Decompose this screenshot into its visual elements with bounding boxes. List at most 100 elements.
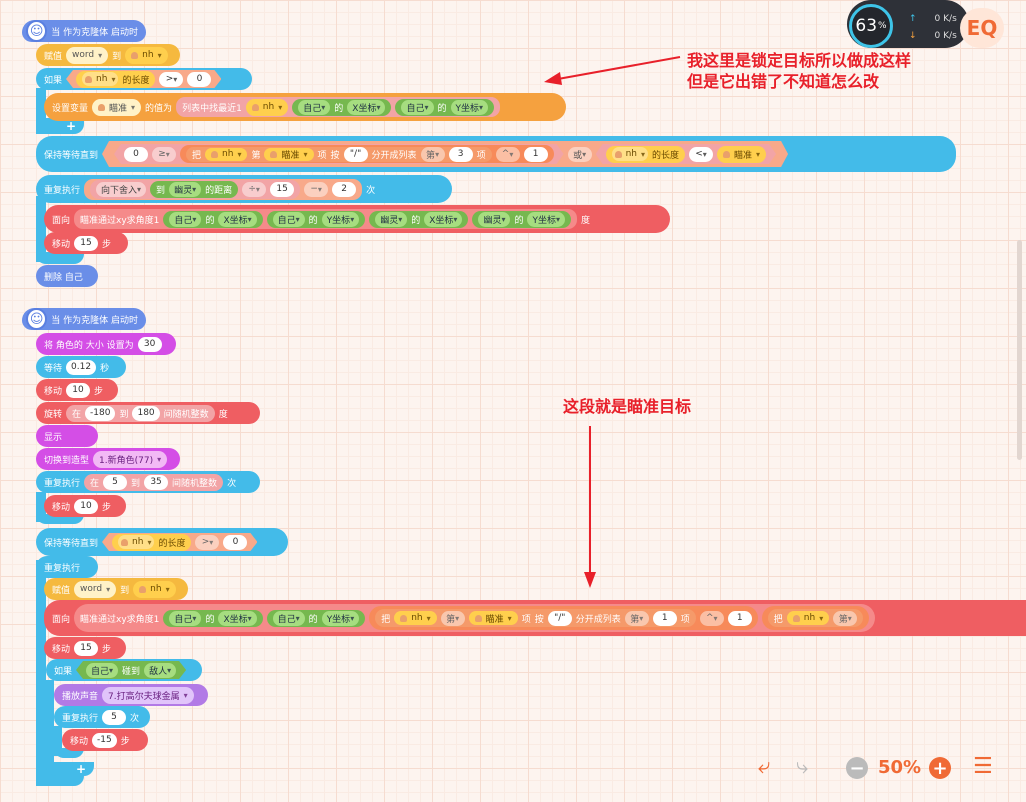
nh-var[interactable]: nh [82,72,118,86]
self-dropdown[interactable]: 自己 [169,211,202,227]
move-block[interactable]: 移动 10 步 [36,379,118,401]
length-reporter[interactable]: nh的长度 [112,534,191,551]
self-dropdown[interactable]: 自己 [86,663,118,678]
move-steps-block[interactable]: 移动 15 步 [44,232,128,254]
add-icon[interactable]: + [66,119,77,133]
ypos-dropdown[interactable]: Y坐标 [321,211,360,227]
xpos-dropdown[interactable]: X坐标 [424,211,463,227]
number-input[interactable]: 30 [137,336,162,352]
number-input[interactable]: 1 [727,610,752,626]
touching-condition[interactable]: 自己 碰到 敌人 [76,661,186,679]
number-input[interactable]: 5 [102,709,127,725]
xpos-dropdown[interactable]: X坐标 [218,610,257,626]
number-input[interactable]: 15 [270,181,295,197]
item-reporter[interactable]: 把 nh 第 [767,609,864,627]
number-input[interactable]: 10 [66,382,91,398]
number-input[interactable]: 35 [144,474,169,490]
self-dropdown[interactable]: 自己 [169,610,202,626]
item-reporter[interactable]: 把 nh 第 瞄准 项 按 "/" 分开成列表 第 1 项 [375,609,696,627]
number-input[interactable]: 10 [74,498,99,514]
cpu-monitor-widget[interactable]: 63% ↑0 K/s ↓0 K/s [847,0,969,48]
repeat-5-block[interactable]: 重复执行 5 次 [54,706,150,728]
move-block[interactable]: 移动 10 步 [44,495,126,517]
switch-costume-block[interactable]: 切换到造型 1.新角色(77) [36,448,180,470]
ghost-dropdown[interactable]: 幽灵 [478,211,511,227]
self-dropdown[interactable]: 自己 [272,211,305,227]
assign-block-2[interactable]: 赋值 word 到 nh [44,578,188,600]
minus-dropdown[interactable]: − [304,181,329,197]
costume-dropdown[interactable]: 1.新角色(77) [93,450,168,468]
aim-var-dropdown[interactable]: 瞄准 [92,98,142,116]
gt-condition[interactable]: nh的长度 > 0 [66,70,221,88]
wait-until-block[interactable]: 保持等待直到 0 ≥ 把 nh 第 瞄准 项 按 "/" 分开成列表 第 [36,136,956,172]
clone-start-hat-2[interactable]: ☺ 当 作为克隆体 启动时 [22,308,146,330]
nh-var[interactable]: nh [125,46,168,64]
text-input[interactable]: "/" [547,610,572,626]
nth-dropdown[interactable]: 第 [440,610,465,626]
wait-block[interactable]: 等待 0.12 秒 [36,356,126,378]
self-y-reporter[interactable]: 自己的Y坐标 [266,210,366,228]
number-input[interactable]: 0 [124,147,148,162]
set-size-block[interactable]: 将 角色的 大小 设置为 30 [36,333,176,355]
xpos-dropdown[interactable]: X坐标 [218,211,257,227]
nh-var[interactable]: nh [786,611,830,625]
div-dropdown[interactable]: ÷ [242,181,267,197]
zoom-out-icon[interactable]: − [846,757,868,779]
caret-dropdown[interactable]: ^ [699,610,724,626]
move-block[interactable]: 移动 15 步 [44,637,126,659]
ypos-dropdown[interactable]: Y坐标 [450,99,489,115]
floor-dropdown[interactable]: 向下舍入 [96,181,147,197]
operator-dropdown[interactable]: > [195,535,219,550]
nth-dropdown[interactable]: 第 [833,610,858,626]
zoom-in-icon[interactable]: + [929,757,951,779]
self-dropdown[interactable]: 自己 [298,99,331,115]
number-input[interactable]: 0.12 [66,359,97,375]
operator-dropdown[interactable]: < [689,147,713,162]
number-input[interactable]: 15 [74,640,99,656]
nh-var[interactable]: nh [612,147,648,161]
assign-block[interactable]: 赋值 word 到 nh [36,44,180,66]
move-back-block[interactable]: 移动 -15 步 [62,729,148,751]
item-reporter[interactable]: 把 nh 第 瞄准 项 按 "/" 分开成列表 第 3 项 [186,147,492,162]
if-block[interactable]: 如果 nh的长度 > 0 [36,68,252,90]
ypos-dropdown[interactable]: Y坐标 [527,211,565,227]
self-x-reporter[interactable]: 自己的X坐标 [163,609,263,627]
sound-dropdown[interactable]: 7.打高尔夫球金属 [102,686,194,704]
self-y-reporter[interactable]: 自己的Y坐标 [266,609,366,627]
number-input[interactable]: 1 [524,147,548,162]
align-blocks-icon[interactable]: ☰ [973,754,993,779]
aim-var[interactable]: 瞄准 [717,146,766,163]
nth-dropdown[interactable]: 第 [624,610,649,626]
redo-icon[interactable]: ⤷ [796,754,809,779]
pow-reporter-2[interactable]: 把 nh 第 [761,606,870,630]
self-x-reporter[interactable]: 自己的X坐标 [163,210,263,228]
ghost-dropdown[interactable]: 幽灵 [375,211,408,227]
self-y-reporter[interactable]: 自己的Y坐标 [395,98,495,116]
random-reporter[interactable]: 在 5 到 35 间随机整数 [84,473,224,491]
number-input[interactable]: 2 [332,181,357,197]
minus-reporter[interactable]: 向下舍入 到幽灵的距离 ÷ 15 − 2 [84,178,363,200]
forever-block[interactable]: 重复执行 [36,556,98,578]
show-block[interactable]: 显示 [36,425,98,447]
self-dropdown[interactable]: 自己 [272,610,305,626]
enemy-dropdown[interactable]: 敌人 [144,663,176,678]
gt-condition[interactable]: nh的长度 > 0 [102,533,257,551]
play-sound-block[interactable]: 播放声音 7.打高尔夫球金属 [54,684,208,706]
xpos-dropdown[interactable]: X坐标 [347,99,386,115]
number-input[interactable]: 180 [132,405,160,421]
caret-dropdown[interactable]: ^ [496,147,520,162]
self-x-reporter[interactable]: 自己的X坐标 [292,98,392,116]
ypos-dropdown[interactable]: Y坐标 [321,610,360,626]
self-dropdown[interactable]: 自己 [401,99,434,115]
aim-var[interactable]: 瞄准 [264,148,313,161]
number-input[interactable]: -180 [85,405,116,421]
operator-dropdown[interactable]: > [159,72,183,87]
number-input[interactable]: -15 [92,732,117,748]
undo-icon[interactable]: ⤶ [758,754,771,779]
random-reporter[interactable]: 在 -180 到 180 间随机整数 [66,404,215,422]
add-icon[interactable]: + [76,762,87,776]
length-reporter[interactable]: nh的长度 [76,71,155,88]
nh-var[interactable]: nh [133,580,176,598]
if-touching-block[interactable]: 如果 自己 碰到 敌人 [46,659,202,681]
